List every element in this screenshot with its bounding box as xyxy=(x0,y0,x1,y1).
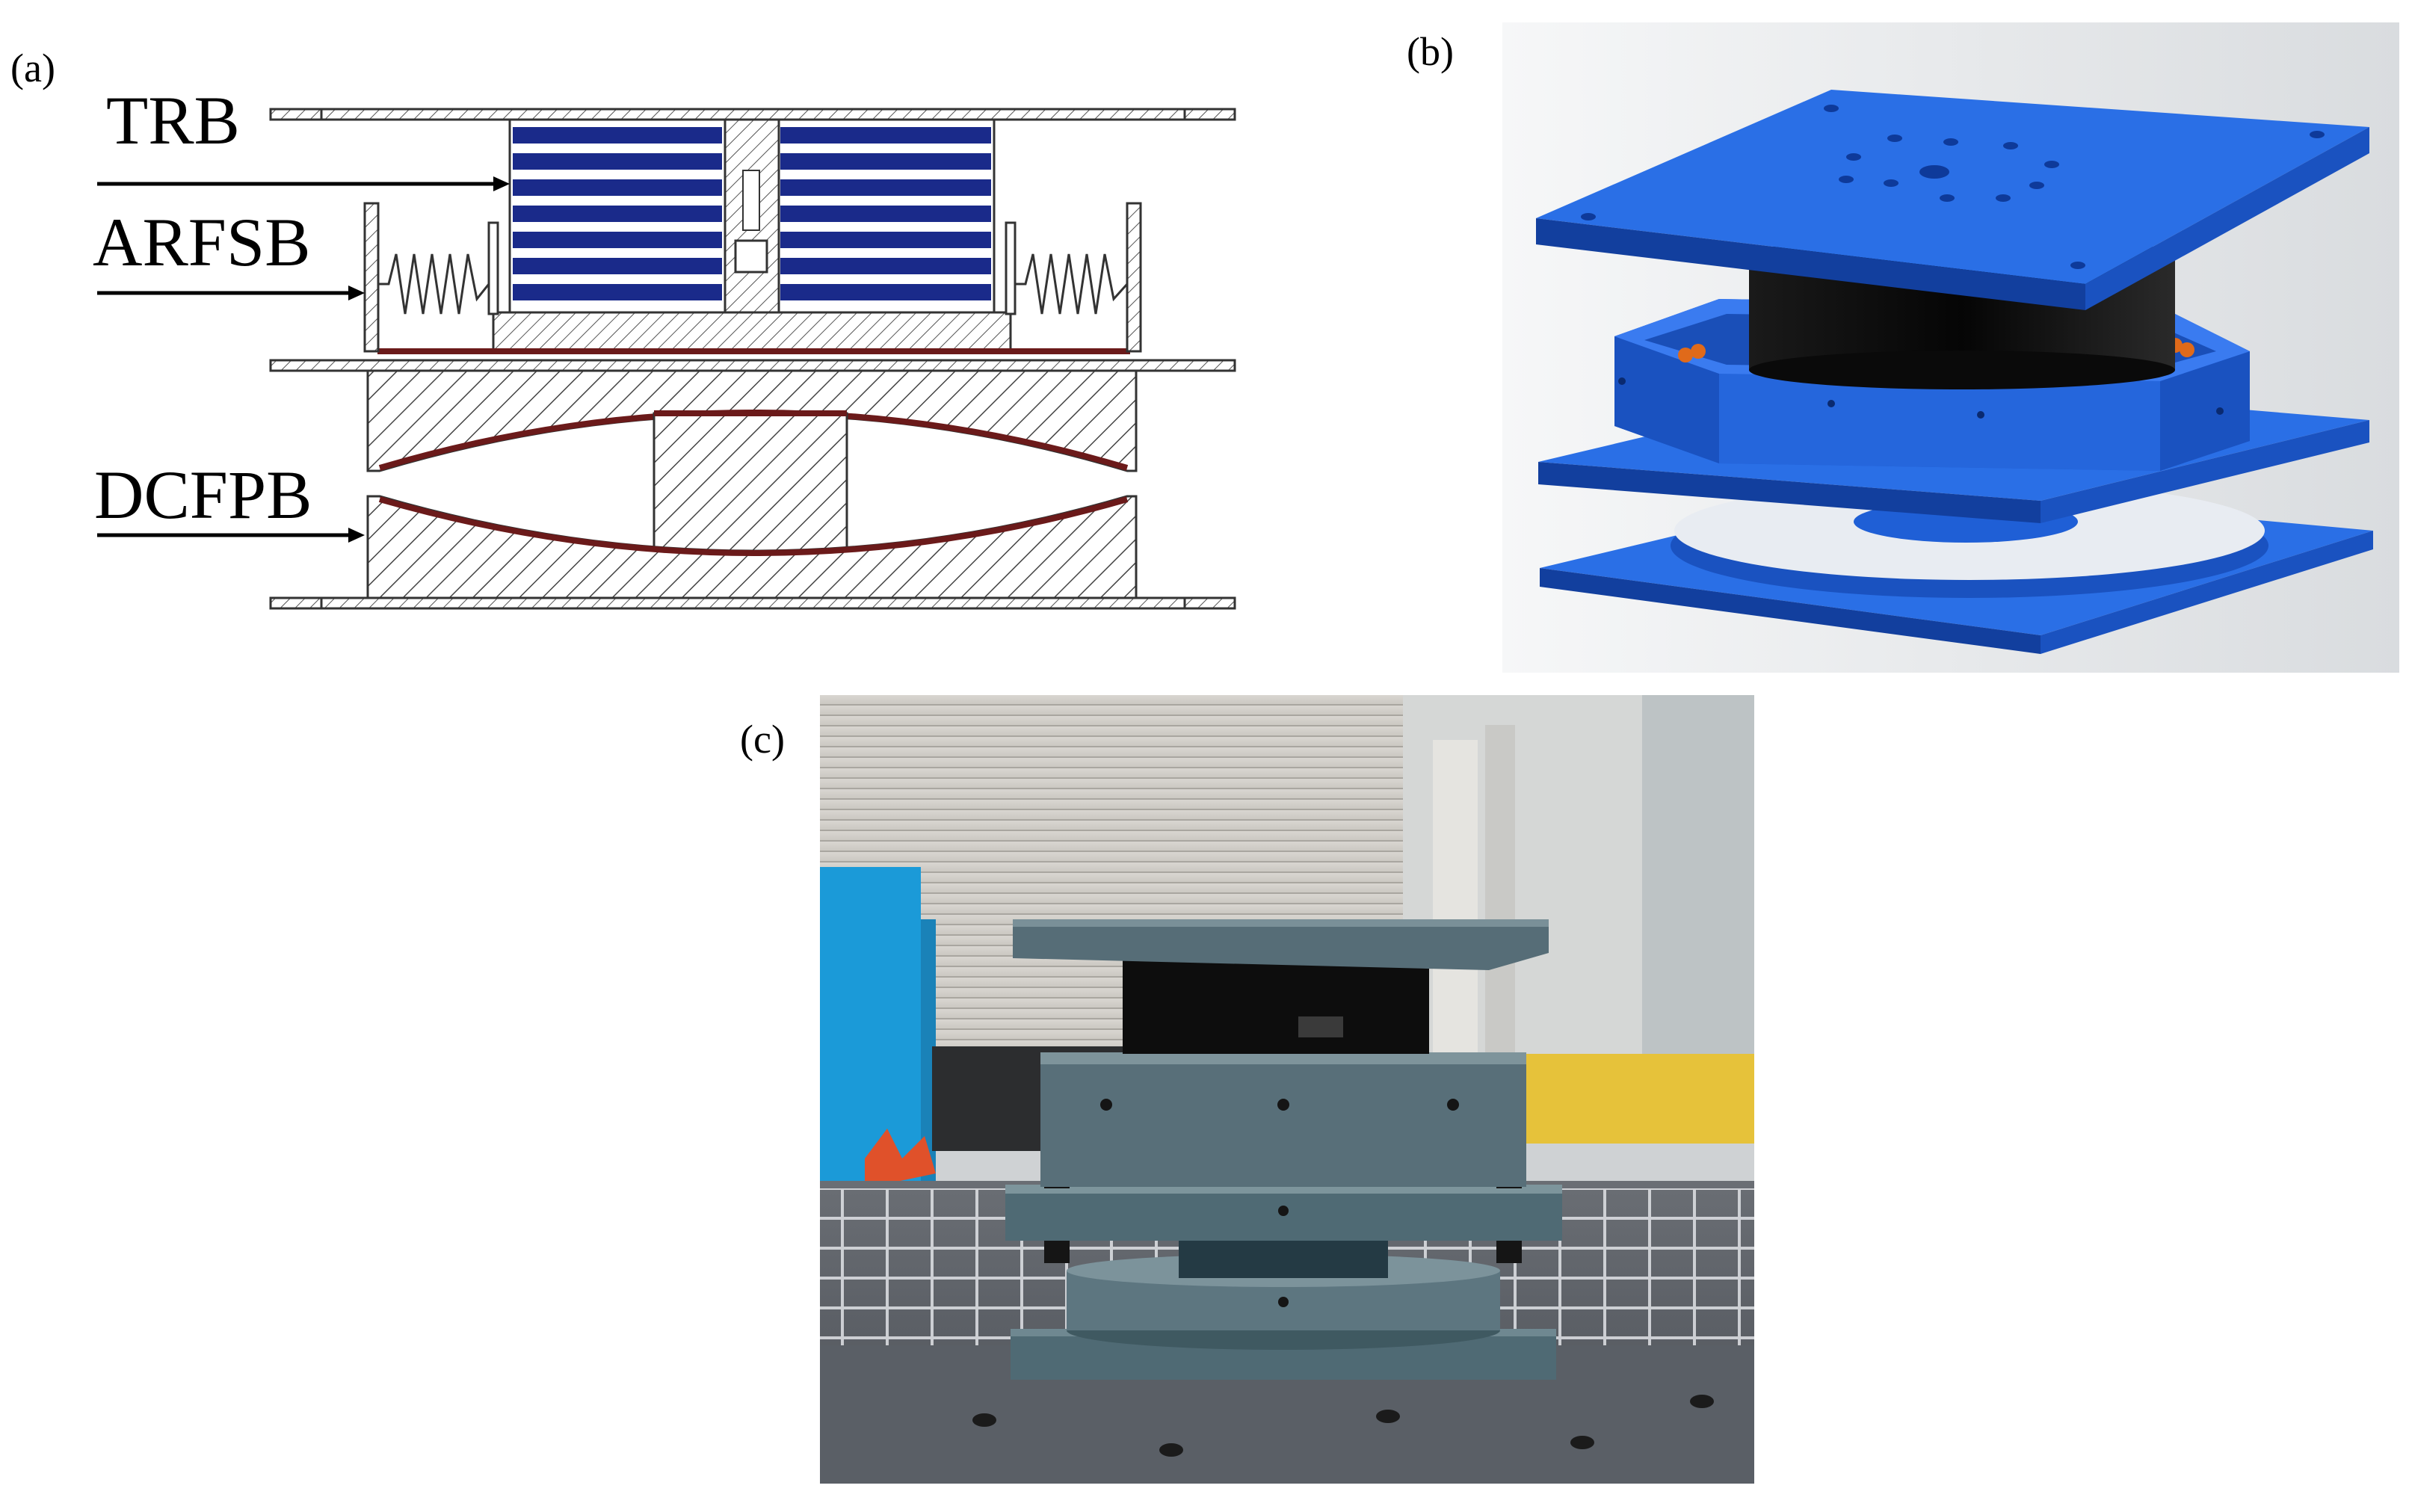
top-plate xyxy=(269,108,1236,121)
panel-label-c: (c) xyxy=(740,717,785,762)
panel-label-b: (b) xyxy=(1407,29,1454,74)
label-arfsb: ARFSB xyxy=(93,204,311,280)
arrow-arfsb xyxy=(97,286,365,300)
label-dcfpb: DCFPB xyxy=(94,457,312,533)
arfsb-right xyxy=(1005,202,1142,353)
bearing-photo xyxy=(820,695,1754,1484)
arfsb-left xyxy=(363,202,499,353)
bottom-plate xyxy=(269,596,1236,610)
middle-flange xyxy=(269,359,1236,372)
panel-label-a: (a) xyxy=(10,46,55,90)
cad-springs xyxy=(1678,338,2194,362)
label-trb: TRB xyxy=(106,82,240,158)
trb-rubber-stack xyxy=(508,118,996,314)
section-drawing xyxy=(97,108,1236,610)
slider-plate xyxy=(492,311,1012,353)
cad-model xyxy=(1502,22,2399,673)
dcfpb-slider xyxy=(653,412,848,555)
cad-top-plate xyxy=(1536,90,2369,310)
arrow-trb xyxy=(97,176,510,191)
bearing-specimen xyxy=(1005,919,1562,1380)
arrow-dcfpb xyxy=(97,528,365,543)
